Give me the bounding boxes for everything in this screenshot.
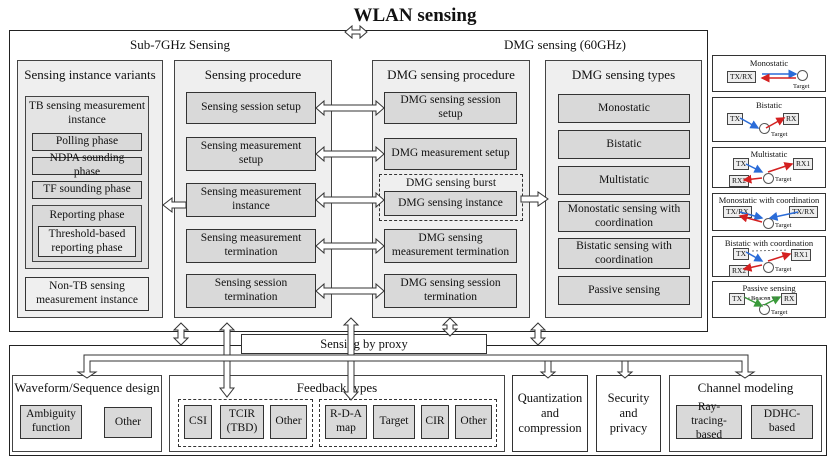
diagram-passive-target: Target — [771, 309, 788, 316]
diagram-monostatic-title: Monostatic — [749, 58, 789, 68]
quantization-compression: Quantization and compression — [512, 375, 588, 452]
diagram-mono-coordination: Monostatic with coordination TX/RX TX/RX… — [712, 193, 826, 231]
sensing-procedure-header: Sensing procedure — [204, 67, 302, 82]
diagram-bistatic-rx: RX — [783, 113, 800, 125]
type-passive-sensing: Passive sensing — [558, 276, 690, 305]
ddhc-based: DDHC-based — [751, 405, 813, 439]
target-icon — [763, 262, 774, 273]
feedback-csi: CSI — [184, 405, 212, 439]
diagram-multistatic-tx: TX — [733, 158, 749, 170]
instance-variants-header: Sensing instance variants — [24, 67, 156, 82]
sensing-session-setup: Sensing session setup — [186, 92, 316, 124]
type-monostatic-coordination: Monostatic sensing with coordination — [558, 201, 690, 232]
page-title: WLAN sensing — [353, 5, 477, 26]
diagram-bi-coordination-title: Bistatic with coordination — [724, 238, 814, 248]
diagram-passive-beacon: Beacon — [751, 295, 771, 302]
diagram-bi-coordination-tx: TX — [733, 248, 749, 260]
diagram-monostatic-target: Target — [793, 83, 810, 90]
diagram-bi-coordination-rx2: RX2 — [729, 265, 750, 277]
feedback-target: Target — [373, 405, 415, 439]
target-icon — [763, 173, 774, 184]
diagram-bistatic-target: Target — [771, 131, 788, 138]
dmg-sensing-session-setup: DMG sensing session setup — [384, 92, 517, 124]
dmg-sensing-session-termination: DMG sensing session termination — [384, 274, 517, 308]
type-monostatic: Monostatic — [558, 94, 690, 123]
feedback-group-1 — [178, 399, 313, 447]
diagram-multistatic-rx2: RX2 — [729, 175, 750, 187]
polling-phase: Polling phase — [32, 133, 142, 151]
tf-sounding-phase: TF sounding phase — [32, 181, 142, 199]
feedback-cir: CIR — [421, 405, 449, 439]
ndpa-sounding-phase: NDPA sounding phase — [32, 152, 142, 178]
feedback-other-2: Other — [455, 405, 492, 439]
diagram-passive-title: Passive sensing — [742, 283, 796, 293]
target-icon — [759, 304, 770, 315]
feedback-group-2 — [319, 399, 497, 447]
dmg-sensing-instance: DMG sensing instance — [384, 191, 517, 216]
diagram-bi-coordination-rx1: RX1 — [791, 249, 812, 261]
waveform-header: Waveform/Sequence design — [14, 380, 160, 395]
ambiguity-function: Ambiguity function — [20, 405, 82, 439]
sub7-header: Sub-7GHz Sensing — [129, 37, 231, 52]
diagram-multistatic-rx1: RX1 — [793, 158, 814, 170]
diagram-bistatic: Bistatic TX RX Target — [712, 97, 826, 142]
diagram-bistatic-tx: TX — [727, 113, 743, 125]
diagram-mono-coordination-b: TX/RX — [789, 206, 818, 218]
security-privacy: Security and privacy — [596, 375, 661, 452]
threshold-reporting-phase: Threshold-based reporting phase — [38, 226, 136, 257]
feedback-other-1: Other — [270, 405, 307, 439]
sensing-by-proxy: Sensing by proxy — [241, 334, 487, 354]
sensing-measurement-termination: Sensing measurement termination — [186, 229, 316, 263]
non-tb-instance: Non-TB sensing measurement instance — [25, 277, 149, 311]
diagram-mono-coordination-a: TX/RX — [723, 206, 752, 218]
waveform-other: Other — [104, 407, 152, 438]
target-icon — [797, 70, 808, 81]
dmg-measurement-setup: DMG measurement setup — [384, 138, 517, 170]
dmg-sensing-measurement-termination: DMG sensing measurement termination — [384, 229, 517, 263]
dmg-types-header: DMG sensing types — [571, 67, 676, 82]
diagram-multistatic-target: Target — [775, 176, 792, 183]
sensing-session-termination: Sensing session termination — [186, 274, 316, 308]
diagram-multistatic-title: Multistatic — [750, 149, 788, 159]
diagram-monostatic-txrx: TX/RX — [727, 71, 756, 83]
diagram-bi-coordination-target: Target — [775, 266, 792, 273]
feedback-rda-map: R-D-A map — [325, 405, 367, 439]
type-bistatic-coordination: Bistatic sensing with coordination — [558, 238, 690, 269]
channel-modeling-header: Channel modeling — [697, 380, 794, 395]
diagram-mono-coordination-target: Target — [775, 222, 792, 229]
diagram-multistatic: Multistatic TX RX1 RX2 Target — [712, 147, 826, 188]
tb-instance-header: TB sensing measurement instance — [28, 100, 146, 126]
diagram-bistatic-title: Bistatic — [756, 100, 782, 110]
diagram-passive: Passive sensing TX RX Beacon Target — [712, 281, 826, 318]
diagram-bi-coordination: Bistatic with coordination TX RX1 RX2 Ta… — [712, 236, 826, 277]
target-icon — [763, 218, 774, 229]
reporting-phase-label: Reporting phase — [49, 209, 125, 221]
diagram-mono-coordination-title: Monostatic with coordination — [718, 195, 820, 205]
dmg-sensing-burst-label: DMG sensing burst — [405, 177, 497, 189]
ray-tracing-based: Ray-tracing-based — [676, 401, 742, 441]
sensing-measurement-instance: Sensing measurement instance — [186, 183, 316, 217]
dmg-procedure-header: DMG sensing procedure — [387, 67, 515, 82]
target-icon — [759, 123, 770, 134]
diagram-passive-rx: RX — [781, 293, 798, 305]
feedback-tcir: TCIR (TBD) — [220, 405, 264, 439]
sensing-measurement-setup: Sensing measurement setup — [186, 137, 316, 171]
type-multistatic: Multistatic — [558, 166, 690, 195]
diagram-monostatic: Monostatic TX/RX Target — [712, 55, 826, 92]
diagram-passive-tx: TX — [729, 293, 745, 305]
type-bistatic: Bistatic — [558, 130, 690, 159]
feedback-header: Feedback types — [296, 380, 378, 395]
dmg-header: DMG sensing (60GHz) — [503, 37, 627, 52]
